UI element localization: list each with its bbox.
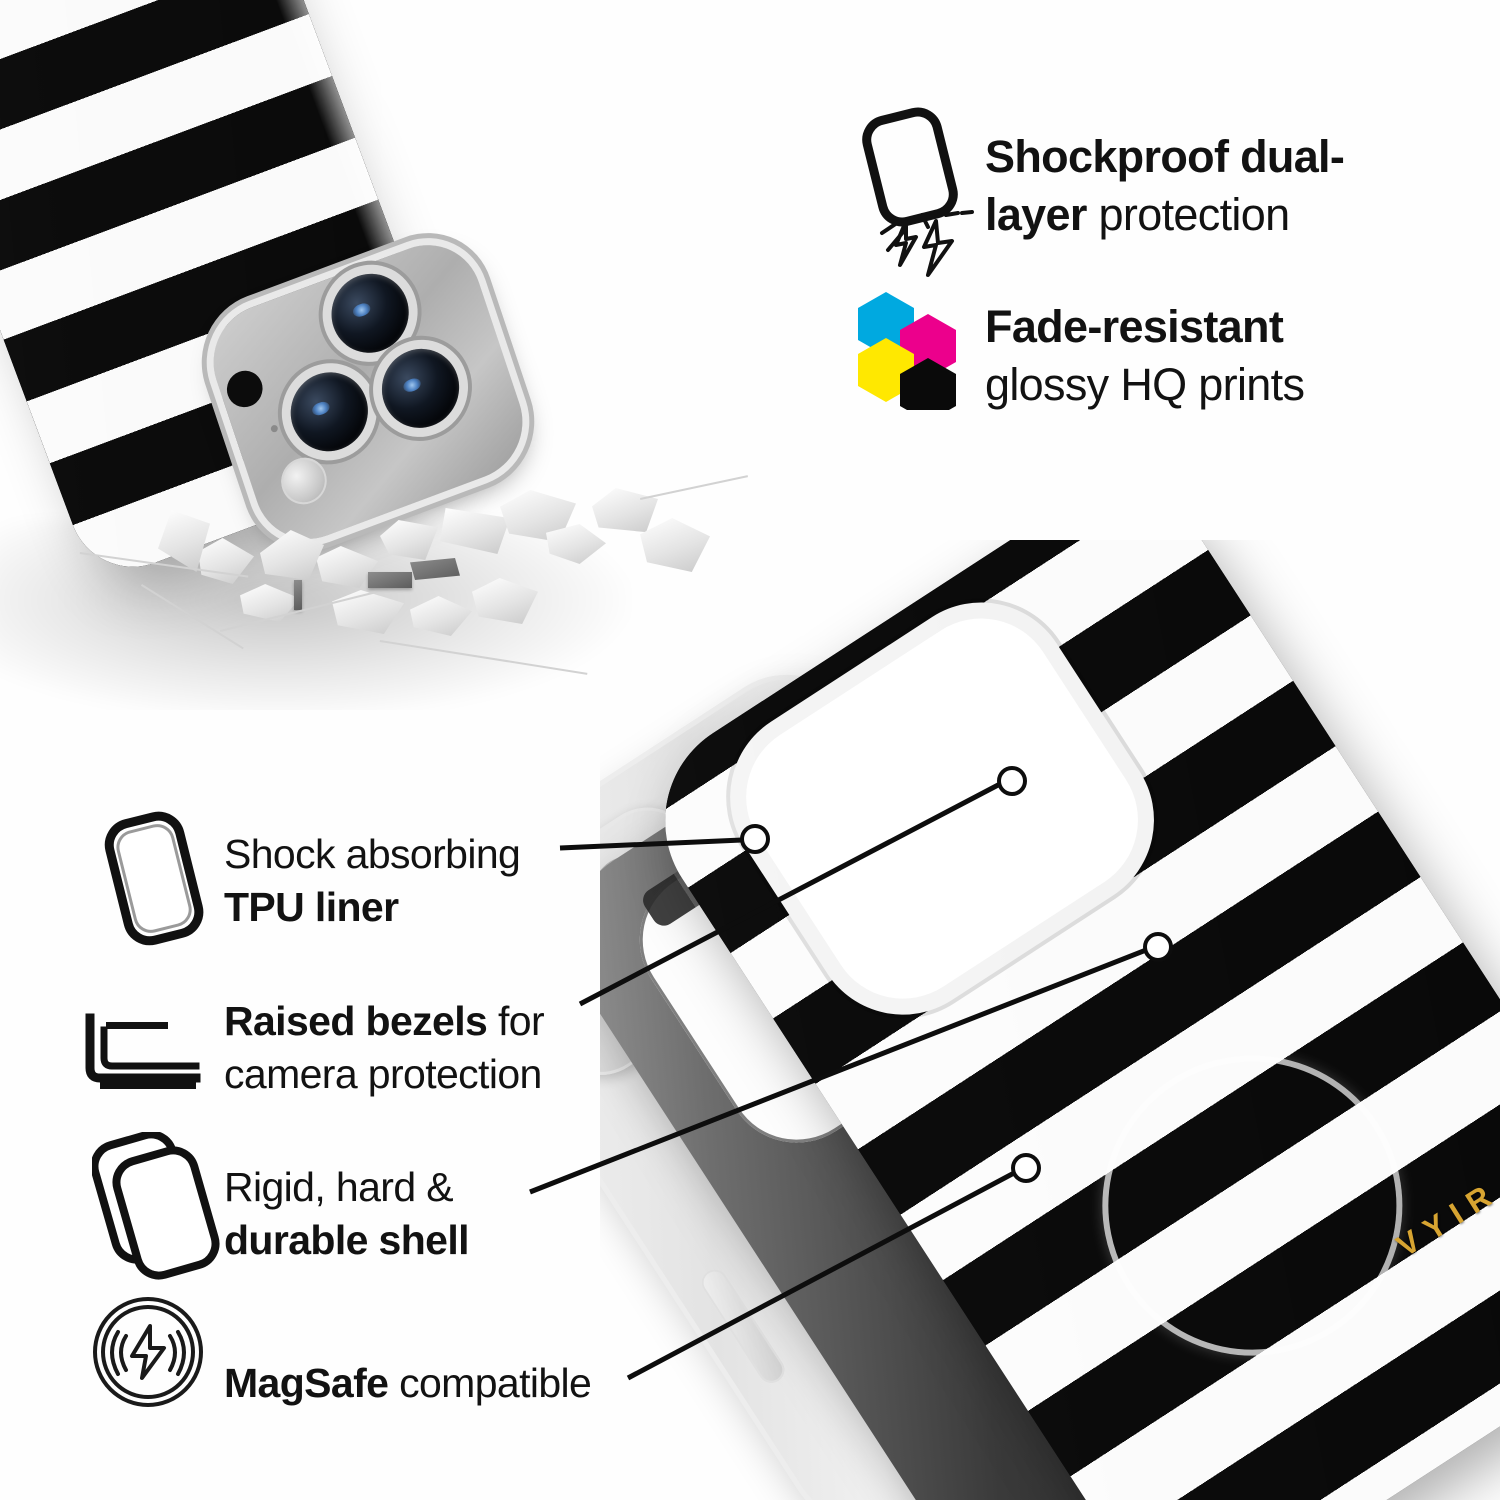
- microphone-icon: [269, 424, 279, 434]
- phone-outline-double-icon: [100, 808, 212, 948]
- feature-tpu-liner-text: Shock absorbing TPU liner: [224, 828, 521, 934]
- callout-dot-magsafe[interactable]: [1011, 1153, 1041, 1183]
- cracked-floor: [79, 475, 749, 700]
- hex-black: [900, 358, 956, 422]
- feature-line: layer protection: [985, 189, 1290, 240]
- flash-icon: [222, 365, 268, 413]
- camera-lens: [280, 361, 379, 463]
- feature-durable-shell-text: Rigid, hard & durable shell: [224, 1161, 470, 1267]
- phone-impact-icon: [860, 105, 980, 280]
- cmyk-hexagons-icon: [852, 288, 982, 422]
- feature-raised-bezels-text: Raised bezels for camera protection: [224, 995, 545, 1101]
- feature-magsafe-text: MagSafe compatible: [224, 1357, 592, 1410]
- feature-line: Shock absorbing: [224, 831, 521, 877]
- magsafe-wireless-icon: [88, 1292, 208, 1412]
- feature-line: Fade-resistant: [985, 301, 1284, 352]
- feature-line: camera protection: [224, 1051, 542, 1097]
- dropped-phone-photo: [0, 0, 780, 710]
- stacked-shells-icon: [90, 1130, 228, 1282]
- feature-line: Raised bezels for: [224, 998, 545, 1044]
- feature-line: durable shell: [224, 1217, 470, 1263]
- feature-line: Rigid, hard &: [224, 1164, 454, 1210]
- callout-dot-tpu-liner[interactable]: [740, 824, 770, 854]
- feature-shockproof-text: Shockproof dual- layer protection: [985, 128, 1345, 244]
- hero-case-photo: VYIR: [600, 540, 1500, 1500]
- feature-line: Shockproof dual-: [985, 131, 1345, 182]
- feature-line: TPU liner: [224, 884, 399, 930]
- feature-fade-resistant-text: Fade-resistant glossy HQ prints: [985, 298, 1305, 414]
- feature-line: glossy HQ prints: [985, 359, 1305, 410]
- bezel-profile-icon: [76, 1006, 212, 1098]
- callout-dot-raised-bezels[interactable]: [997, 766, 1027, 796]
- callout-dot-durable-shell[interactable]: [1143, 932, 1173, 962]
- camera-lens: [371, 337, 470, 440]
- feature-line: MagSafe compatible: [224, 1360, 592, 1406]
- camera-lens: [321, 262, 420, 364]
